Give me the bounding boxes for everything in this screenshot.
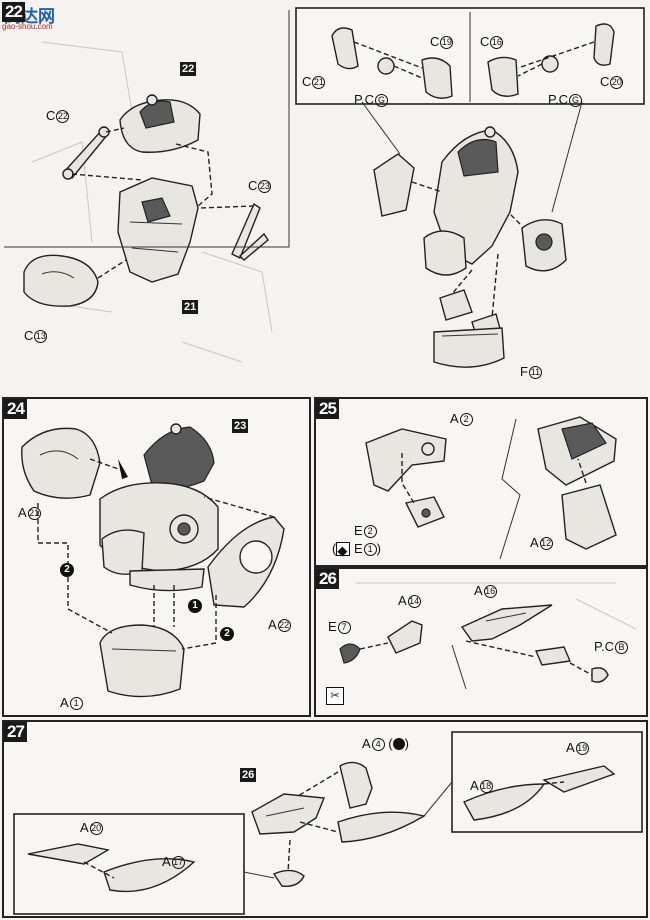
order-marker: 2 <box>220 627 234 641</box>
reference-tag: 21 <box>182 300 199 314</box>
mirror-icon: ◆ <box>336 542 351 558</box>
step-22-drawing <box>4 7 645 368</box>
step-26-drawing <box>339 582 637 690</box>
step-number: 22 <box>2 2 25 22</box>
watermark-site: gao-shou.com <box>2 22 53 31</box>
paint-icon <box>392 738 405 750</box>
reference-tag: 26 <box>240 768 257 782</box>
step-24-drawing <box>21 423 285 698</box>
step-25-drawing <box>365 416 617 560</box>
order-marker: 1 <box>188 599 202 613</box>
cutter-icon: ✂ <box>326 687 344 705</box>
step-number: 25 <box>316 399 339 419</box>
order-marker: 2 <box>60 563 74 577</box>
reference-tag: 22 <box>180 62 197 76</box>
step-number: 26 <box>316 569 339 589</box>
reference-tag: 23 <box>232 419 249 433</box>
step-number: 24 <box>4 399 27 419</box>
step-number: 27 <box>4 722 27 742</box>
